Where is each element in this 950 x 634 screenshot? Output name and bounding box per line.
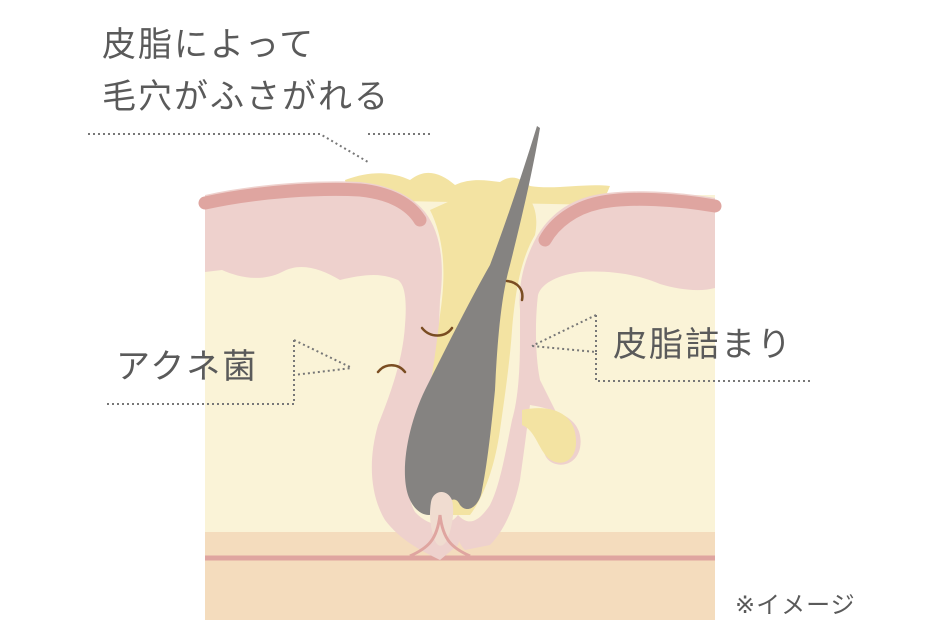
image-note: ※イメージ <box>735 591 856 619</box>
leader-top <box>88 133 432 163</box>
bacteria-mark-2 <box>376 364 407 374</box>
subcutaneous-layer <box>205 532 715 620</box>
leader-acne <box>107 339 353 405</box>
sebaceous-gland <box>522 408 577 463</box>
papilla-root <box>409 514 471 558</box>
label-sebum-line2: 毛穴がふさがれる <box>102 77 390 117</box>
hair-shaft <box>404 126 540 515</box>
skin-surface-right <box>538 192 722 247</box>
label-sebum-line1: 皮脂によって <box>102 25 315 65</box>
label-acne-bacteria: アクネ菌 <box>116 347 258 387</box>
label-sebum-clog: 皮脂詰まり <box>613 325 793 365</box>
sebum-overflow <box>345 172 610 205</box>
bacteria-mark-1 <box>420 326 454 337</box>
leader-clog <box>531 314 810 382</box>
epidermis-right <box>456 191 715 550</box>
skin-surface-left <box>198 182 427 227</box>
bacteria-mark-3 <box>505 279 524 302</box>
epidermis-left <box>205 181 461 560</box>
